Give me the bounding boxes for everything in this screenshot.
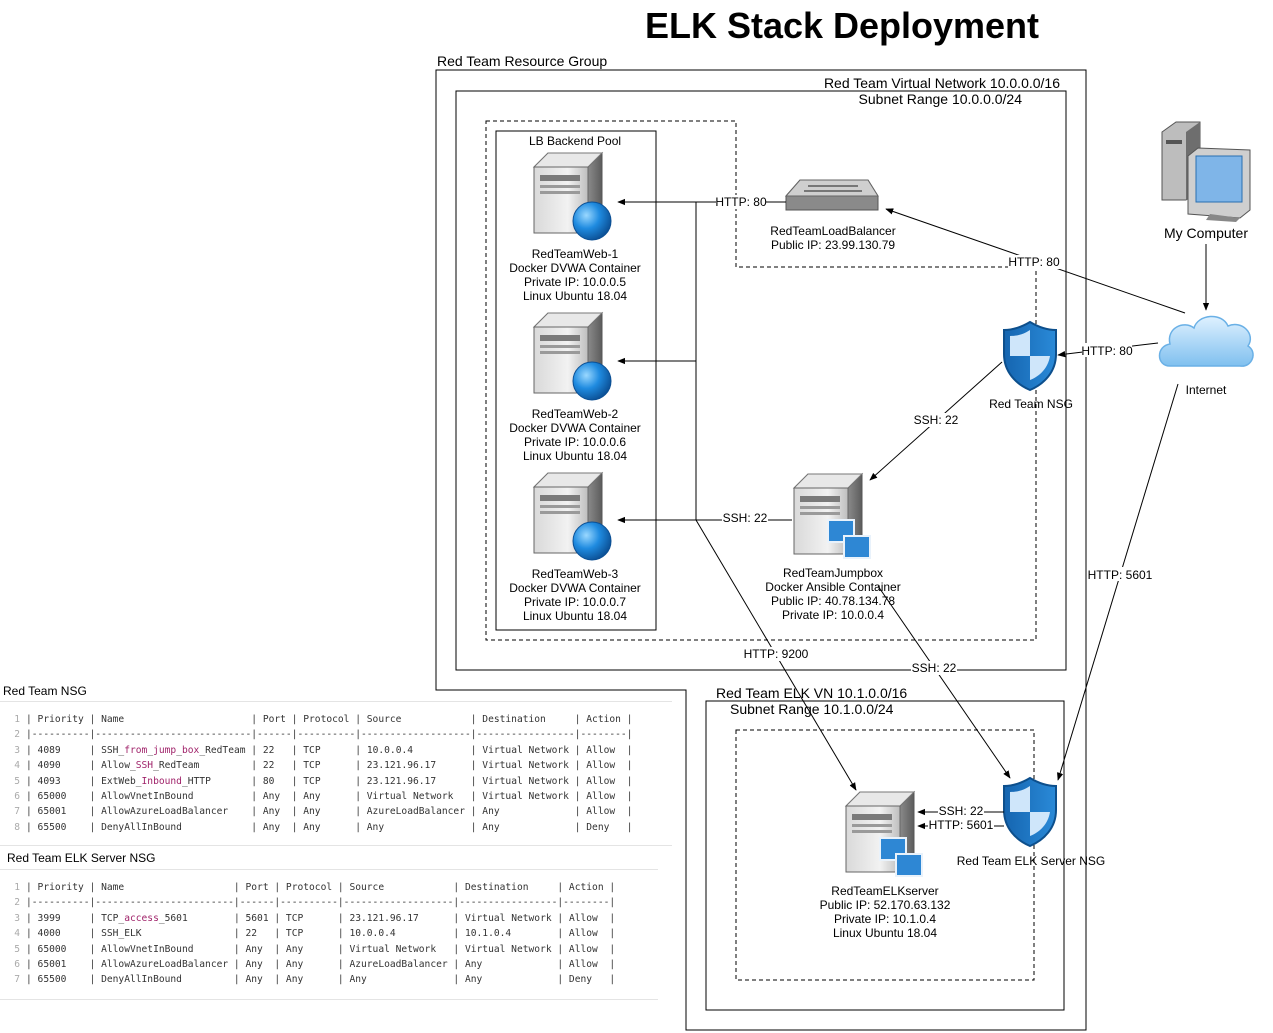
table-row: 8| 65500 | DenyAllInBound | Any | Any | …: [14, 821, 633, 833]
load-balancer-icon: [784, 179, 879, 211]
table-row: 3| 3999 | TCP_access_5601 | 5601 | TCP |…: [14, 912, 616, 924]
web3-os: Linux Ubuntu 18.04: [523, 609, 627, 623]
table-row: 6| 65001 | AllowAzureLoadBalancer | Any …: [14, 958, 616, 970]
web3-container: Docker DVWA Container: [509, 581, 641, 595]
elk-subnet-label: Subnet Range 10.1.0.0/24: [730, 701, 894, 717]
edge-label-internet-to-nsg: HTTP: 80: [1081, 344, 1133, 358]
edge-internet-to-elk-nsg: [1057, 383, 1179, 781]
internet-cloud-icon: [1158, 315, 1254, 367]
lb-pool-label: LB Backend Pool: [529, 134, 621, 148]
table-row: 7| 65500 | DenyAllInBound | Any | Any | …: [14, 974, 616, 986]
elk-nsg-shield-icon: [1003, 776, 1057, 848]
elk-nsg-rules-table: 1| Priority | Name | Port | Protocol | S…: [0, 880, 615, 988]
edge-label-elk-nsg-http: HTTP: 5601: [929, 818, 994, 832]
lb-ip: Public IP: 23.99.130.79: [771, 238, 895, 252]
edge-label-jumpbox-to-pool: SSH: 22: [723, 511, 768, 525]
table-header-row: 1| Priority | Name | Port | Protocol | S…: [14, 882, 616, 893]
web2-name: RedTeamWeb-2: [532, 407, 619, 421]
web1-container: Docker DVWA Container: [509, 261, 641, 275]
web1-server-icon: [533, 152, 612, 241]
table-row: 4| 4090 | Allow_SSH_RedTeam | 22 | TCP |…: [14, 760, 633, 772]
computer-icon: [1161, 121, 1251, 222]
jumpbox-public-ip: Public IP: 40.78.134.78: [771, 594, 895, 608]
vnet-label: Red Team Virtual Network 10.0.0.0/16: [824, 75, 1060, 91]
edge-label-bg: [1088, 567, 1152, 581]
elk-private-ip: Private IP: 10.1.0.4: [834, 912, 936, 926]
computer-label: My Computer: [1164, 225, 1248, 241]
web2-os: Linux Ubuntu 18.04: [523, 449, 627, 463]
lb-backend-pool-boundary: [495, 130, 657, 631]
web3-ip: Private IP: 10.0.0.7: [524, 595, 626, 609]
resource-group-label: Red Team Resource Group: [437, 53, 607, 69]
elk-nsg-table-divider: [0, 869, 658, 870]
resource-group-boundary: [435, 69, 1087, 1031]
subnet-label: Subnet Range 10.0.0.0/24: [859, 91, 1023, 107]
nsg-table-title: Red Team NSG: [3, 684, 87, 698]
jumpbox-container: Docker Ansible Container: [765, 580, 900, 594]
web3-name: RedTeamWeb-3: [532, 567, 619, 581]
jumpbox-private-ip: Private IP: 10.0.0.4: [782, 608, 884, 622]
nsg-shield-icon: [1003, 320, 1057, 392]
edge-label-bg: [913, 413, 959, 427]
web1-os: Linux Ubuntu 18.04: [523, 289, 627, 303]
table-row: 6| 65000 | AllowVnetInBound | Any | Any …: [14, 790, 633, 802]
table-row: 3| 4089 | SSH_from_jump_box_RedTeam | 22…: [14, 744, 633, 756]
nsg-table-divider: [0, 701, 672, 702]
elk-vn-label: Red Team ELK VN 10.1.0.0/16: [716, 685, 907, 701]
table-header-row: 1| Priority | Name | Port | Protocol | S…: [14, 714, 633, 725]
edge-label-bg: [928, 819, 994, 832]
internet-label: Internet: [1186, 383, 1227, 397]
elk-vn-boundary: [705, 700, 1065, 1011]
edge-label-bg: [938, 805, 984, 818]
edge-label-lb-to-pool: HTTP: 80: [715, 195, 767, 209]
edge-label-internet-to-elk-nsg: HTTP: 5601: [1088, 568, 1153, 582]
web1-ip: Private IP: 10.0.0.5: [524, 275, 626, 289]
edge-label-bg: [722, 512, 768, 526]
jumpbox-name: RedTeamJumpbox: [783, 566, 883, 580]
edge-label-jumpbox-to-elk-nsg: SSH: 22: [912, 661, 957, 675]
elk-nsg-table-title: Red Team ELK Server NSG: [7, 851, 156, 865]
edge-label-internet-to-lb: HTTP: 80: [1008, 255, 1060, 269]
elk-nsg-label: Red Team ELK Server NSG: [957, 854, 1106, 868]
edge-label-bg: [1008, 255, 1060, 269]
table-separator-row: 2|----------|---------------------------…: [14, 729, 633, 741]
lb-name: RedTeamLoadBalancer: [770, 224, 895, 238]
edge-jumpbox-to-elk-nsg: [877, 585, 1011, 779]
edge-label-pool-to-elk: HTTP: 9200: [744, 647, 809, 661]
vnet-boundary: [455, 90, 1067, 671]
edge-label-bg: [744, 647, 808, 661]
nsg-table-divider: [0, 845, 672, 846]
web2-container: Docker DVWA Container: [509, 421, 641, 435]
elk-os: Linux Ubuntu 18.04: [833, 926, 937, 940]
edge-label-bg: [716, 195, 766, 209]
elk-nsg-table-divider: [0, 999, 658, 1000]
edge-label-elk-nsg-ssh: SSH: 22: [939, 804, 984, 818]
nsg-rules-table: 1| Priority | Name | Port | Protocol | S…: [0, 712, 633, 835]
table-row: 7| 65001 | AllowAzureLoadBalancer | Any …: [14, 806, 633, 818]
diagram-title: ELK Stack Deployment: [645, 5, 1039, 46]
web2-ip: Private IP: 10.0.0.6: [524, 435, 626, 449]
edge-label-nsg-to-jumpbox: SSH: 22: [914, 413, 959, 427]
web1-name: RedTeamWeb-1: [532, 247, 619, 261]
table-row: 5| 65000 | AllowVnetInBound | Any | Any …: [14, 943, 616, 955]
elk-name: RedTeamELKserver: [831, 884, 938, 898]
jumpbox-server-icon: [793, 473, 871, 559]
table-separator-row: 2|----------|------------------------|--…: [14, 897, 616, 909]
elk-server-icon: [845, 791, 923, 877]
nsg-label: Red Team NSG: [989, 397, 1073, 411]
edge-label-bg: [911, 661, 957, 675]
table-row: 5| 4093 | ExtWeb_Inbound_HTTP | 80 | TCP…: [14, 775, 633, 787]
elk-public-ip: Public IP: 52.170.63.132: [820, 898, 951, 912]
edge-label-bg: [1082, 343, 1132, 357]
web2-server-icon: [533, 312, 612, 401]
table-row: 4| 4000 | SSH_ELK | 22 | TCP | 10.0.0.4 …: [14, 928, 616, 940]
elk-subnet-boundary: [735, 729, 1035, 981]
web3-server-icon: [533, 472, 612, 561]
